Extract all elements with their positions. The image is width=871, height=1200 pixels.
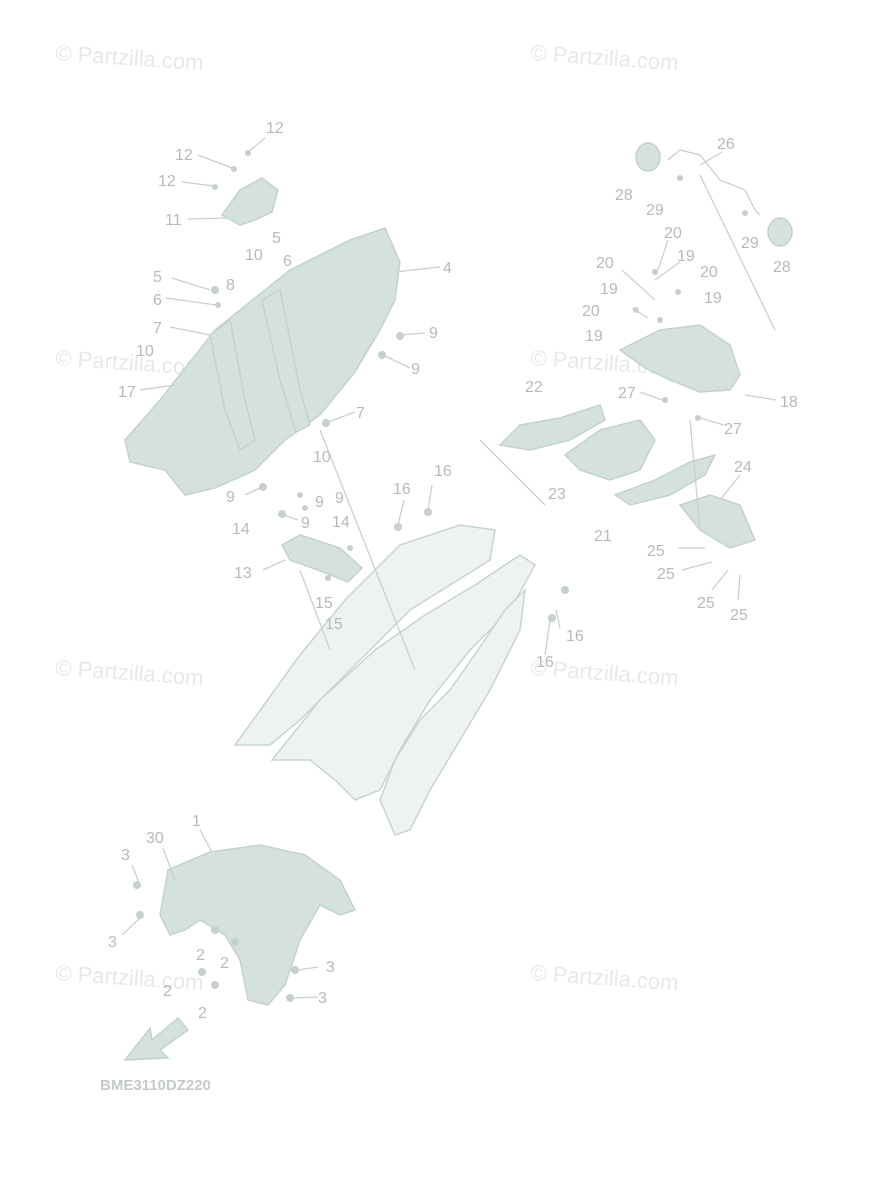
bracket-13 [280,534,364,583]
callout-label: 9 [315,494,324,511]
watermark: © Partzilla.com [55,960,205,995]
callout-label: 3 [326,959,335,976]
rear-frame [233,524,536,836]
diagram-code: BME3110DZ220 [100,1077,211,1094]
callout-label: 2 [198,1005,207,1022]
callout-label: 15 [325,616,343,633]
callout-label: 28 [615,187,633,204]
callout-label: 16 [566,628,584,645]
callout-label: 27 [618,385,636,402]
callout-label: 26 [717,136,735,153]
callout-label: 25 [730,607,748,624]
callout-label: 12 [266,120,284,137]
callout-label: 27 [724,421,742,438]
watermarks: © Partzilla.com © Partzilla.com © Partzi… [55,40,680,995]
callout-label: 12 [158,173,176,190]
callout-label: 28 [773,259,791,276]
callout-label: 6 [283,253,292,270]
callout-label: 7 [356,405,365,422]
callout-label: 13 [234,565,252,582]
callout-label: 8 [226,277,235,294]
callout-label: 17 [118,384,136,401]
callout-label: 21 [594,528,612,545]
callout-label: 16 [393,481,411,498]
reflector-28-right [767,217,793,247]
callout-label: 12 [175,147,193,164]
callout-label: 14 [332,514,350,531]
callout-label: 10 [313,449,331,466]
callout-label: 25 [647,543,665,560]
front-direction-arrow [123,1016,190,1061]
callout-label: 9 [335,490,344,507]
callout-label: 20 [596,255,614,272]
callout-label: 23 [548,486,566,503]
callout-label: 5 [153,269,162,286]
callout-label: 9 [429,325,438,342]
watermark: © Partzilla.com [55,655,205,690]
tail-light-assembly [498,142,793,549]
callout-label: 2 [196,947,205,964]
callout-label: 20 [700,264,718,281]
callout-label: 10 [136,343,154,360]
callout-label: 18 [780,394,798,411]
leader-lines [121,137,777,999]
callout-label: 29 [741,235,759,252]
callout-label: 22 [525,379,543,396]
callout-label: 2 [220,955,229,972]
callout-label: 1 [192,813,201,830]
rear-fender-tray [124,227,401,496]
bracket-11 [220,177,279,226]
callout-label: 16 [434,463,452,480]
callout-label: 5 [272,230,281,247]
callout-label: 11 [165,212,182,229]
callout-label: 20 [582,303,600,320]
callout-label: 19 [600,281,618,298]
callout-label: 3 [108,934,117,951]
callout-label: 25 [657,566,675,583]
callout-label: 29 [646,202,664,219]
callout-label: 9 [226,489,235,506]
callout-label: 3 [318,990,327,1007]
callout-label: 25 [697,595,715,612]
callout-label: 9 [301,515,310,532]
callout-label: 2 [163,983,172,1000]
callout-label: 30 [146,830,164,847]
callout-label: 3 [121,847,130,864]
callout-label: 4 [443,260,452,277]
callout-label: 14 [232,521,250,538]
callout-label: 24 [734,459,752,476]
callout-label: 7 [153,320,162,337]
callout-label: 9 [411,361,420,378]
front-fender [159,844,357,1006]
fasteners [133,150,748,1002]
callout-label: 20 [664,225,682,242]
watermark: © Partzilla.com [530,960,680,995]
callout-label: 19 [585,328,603,345]
callout-label: 10 [245,247,263,264]
callout-label: 16 [536,654,554,671]
watermark: © Partzilla.com [530,40,680,75]
watermark: © Partzilla.com [55,40,205,75]
callout-labels: 12 12 12 11 10 5 6 4 5 8 6 7 9 10 9 17 7… [108,120,798,1022]
callout-label: 6 [153,292,162,309]
callout-label: 15 [315,595,333,612]
callout-label: 19 [677,248,695,265]
reflector-28-left [635,142,661,172]
callout-label: 19 [704,290,722,307]
